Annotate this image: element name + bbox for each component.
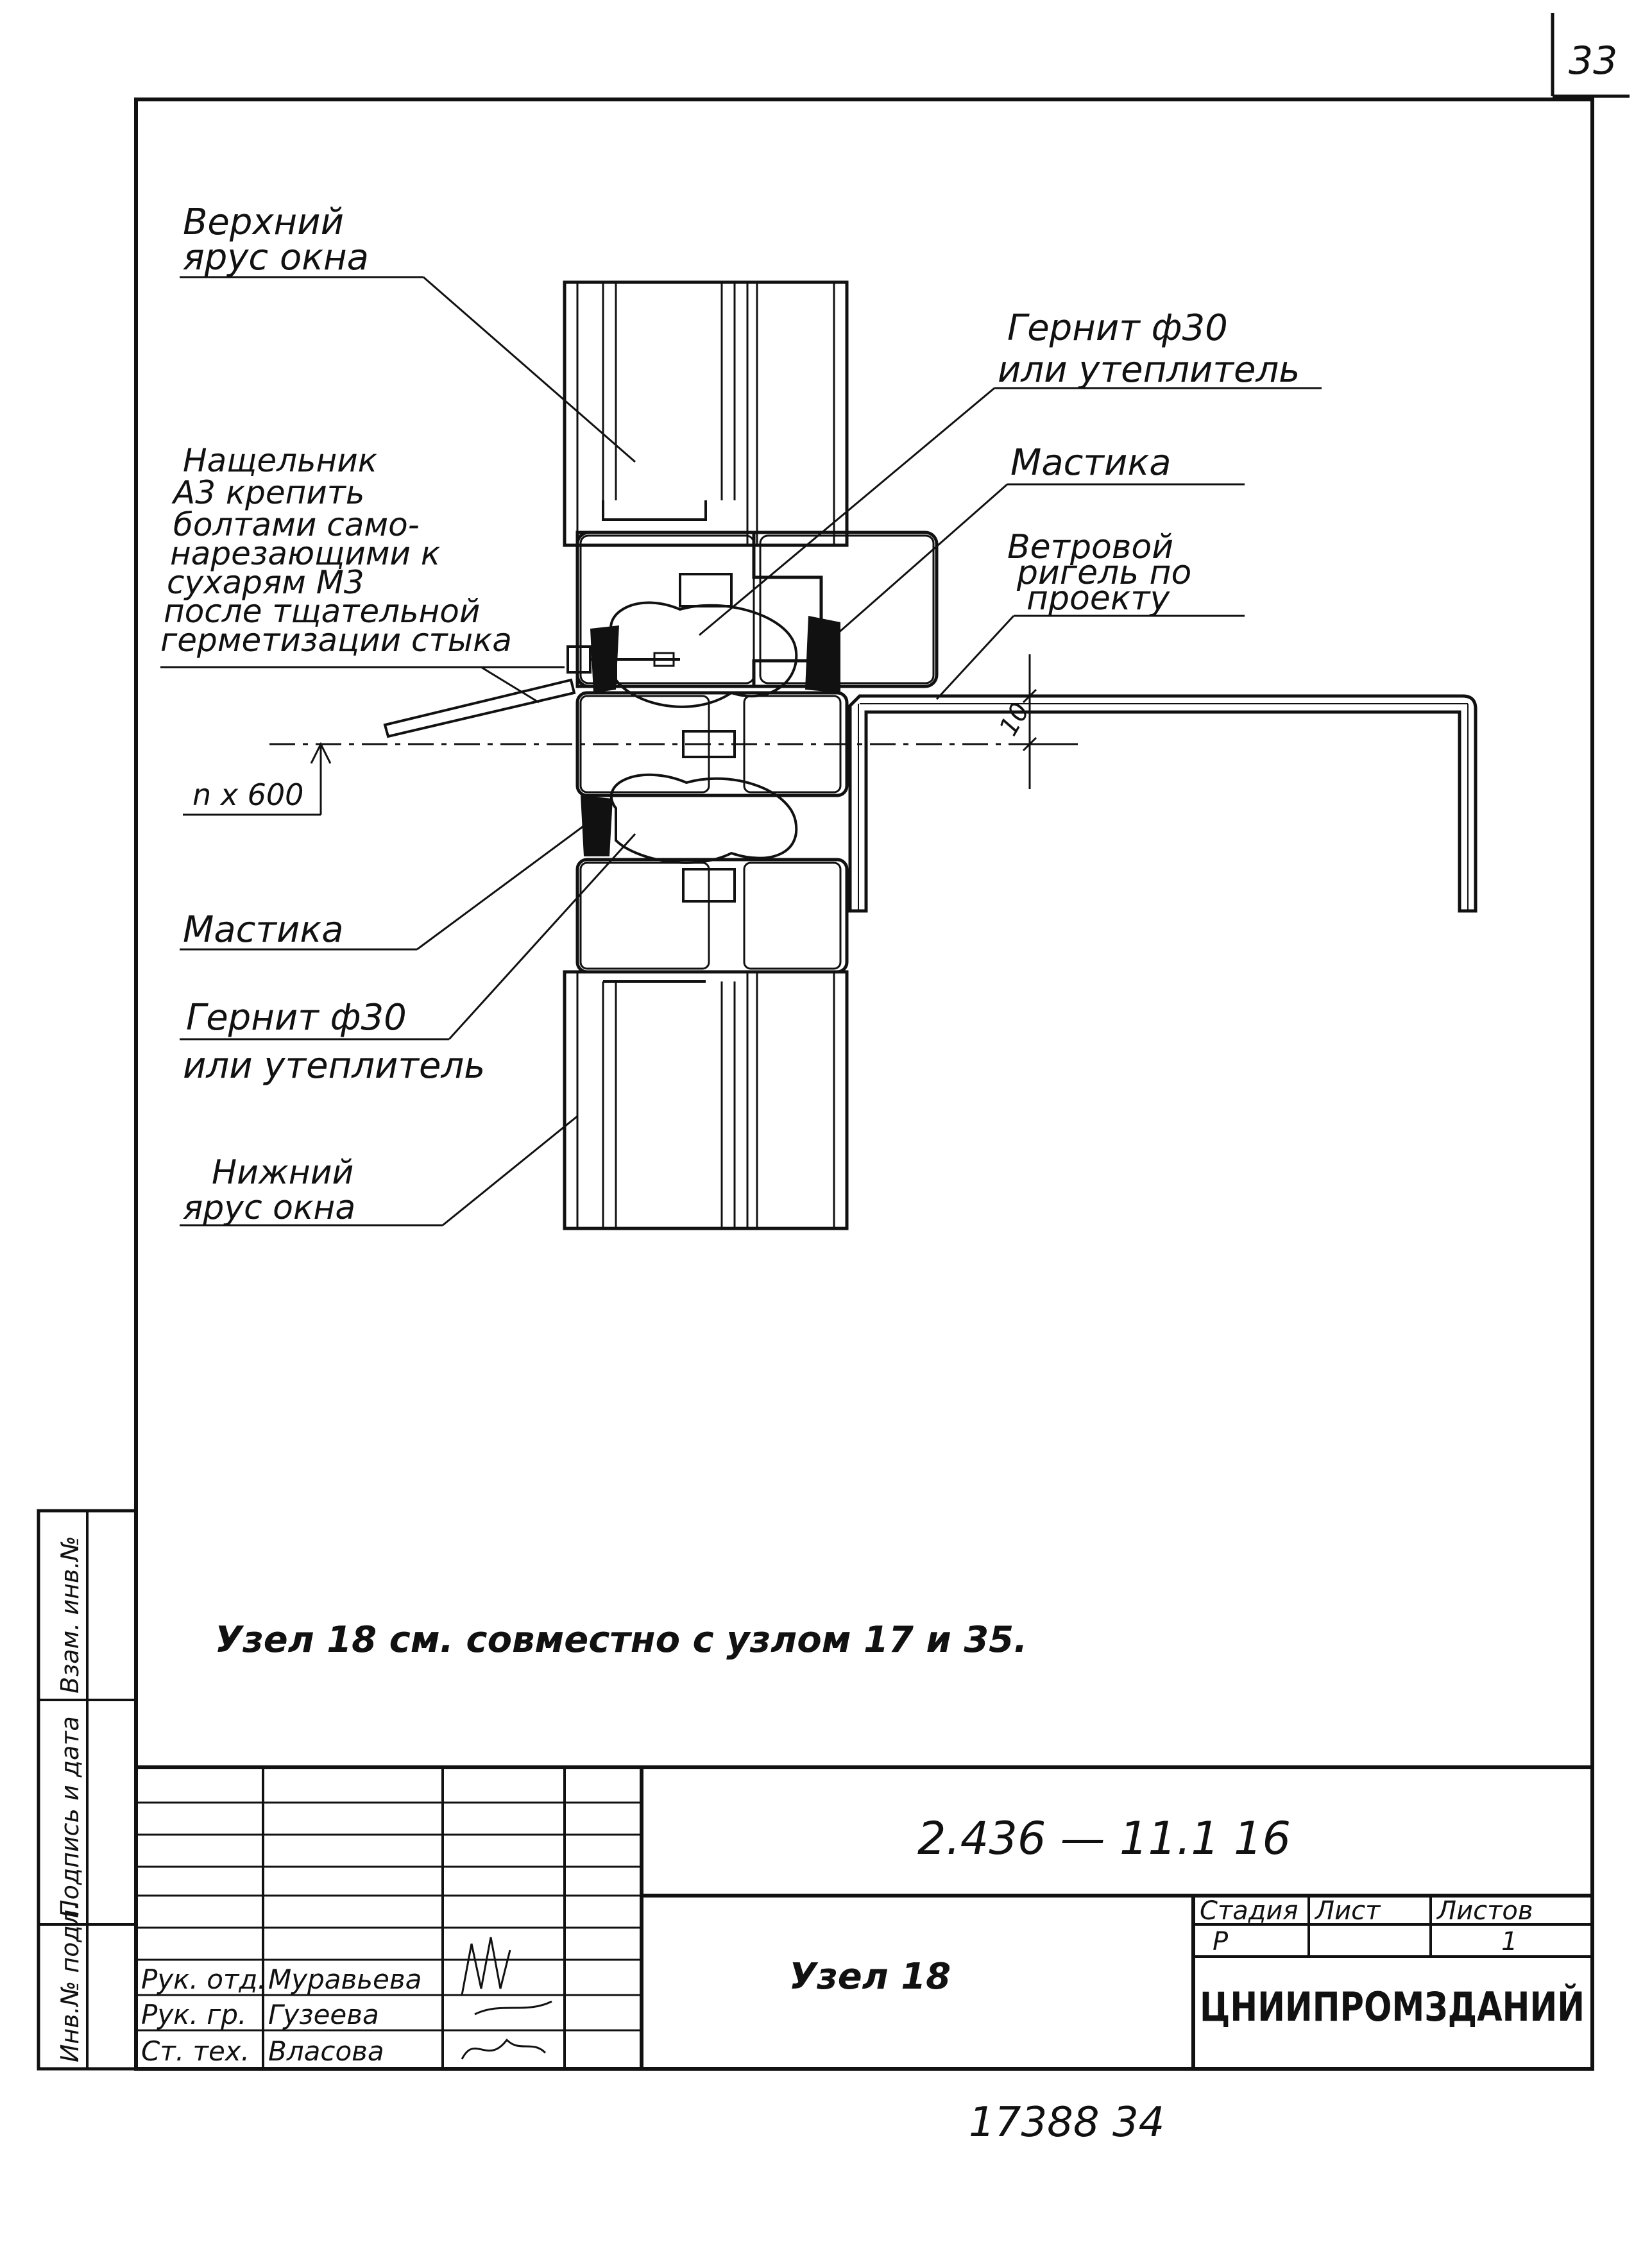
signature-2 xyxy=(461,2038,547,2060)
label-mastika-top: Мастика xyxy=(1010,442,1171,484)
label-upper-tier: Верхний ярус окна xyxy=(183,201,369,278)
note-text: Узел 18 см. совместно с узлом 17 и 35. xyxy=(215,1619,1027,1661)
label-lower-tier: Нижний ярус окна xyxy=(183,1153,364,1227)
signature-1 xyxy=(461,1937,552,2016)
sheet-frame xyxy=(134,98,1594,2071)
left-margin-stamp: Инв.№ подл. Подпись и дата Взам. инв.№ xyxy=(37,1509,138,2071)
label-wind-rigel: Ветровой ригель по проекту xyxy=(1007,528,1202,618)
role-3: Ст. тех. xyxy=(141,2035,250,2067)
title-block: Рук. отд. Муравьева Рук. гр. Гузеева Ст.… xyxy=(136,1765,1592,2069)
vzam-inv-label: Взам. инв.№ xyxy=(56,1536,84,1694)
sheet-label: Лист xyxy=(1314,1896,1381,1926)
doc-code: 2.436 — 11.1 16 xyxy=(917,1812,1291,1865)
label-nashchelnik: Нащельник А3 крепить болтами само- нарез… xyxy=(160,442,512,659)
joint-section-drawing xyxy=(269,280,1477,1230)
podpis-data-label: Подпись и дата xyxy=(56,1716,84,1918)
page-number: 33 xyxy=(1569,38,1617,83)
name-1: Муравьева xyxy=(268,1964,422,1995)
label-nx600: n x 600 xyxy=(192,777,303,812)
label-mastika-bottom: Мастика xyxy=(183,909,344,951)
organization: ЦНИИПРОМЗДАНИЙ xyxy=(1200,1983,1585,2030)
role-1: Рук. отд. xyxy=(141,1964,266,1995)
leader-lines xyxy=(160,276,1322,1227)
stage-value: Р xyxy=(1213,1927,1229,1957)
inv-podl-label: Инв.№ подл. xyxy=(56,1902,84,2062)
label-gernit-top: Гернит ф30 или утеплитель xyxy=(998,307,1300,391)
sheets-value: 1 xyxy=(1501,1927,1517,1957)
name-2: Гузеева xyxy=(268,1999,379,2030)
drawing-title: Узел 18 xyxy=(789,1956,951,1998)
label-gernit-bottom: Гернит ф30 или утеплитель xyxy=(183,997,485,1087)
role-2: Рук. гр. xyxy=(141,1999,246,2030)
name-3: Власова xyxy=(268,2035,384,2067)
stage-label: Стадия xyxy=(1200,1896,1298,1926)
archive-number: 17388 34 xyxy=(969,2099,1164,2146)
sheets-label: Листов xyxy=(1436,1896,1533,1926)
